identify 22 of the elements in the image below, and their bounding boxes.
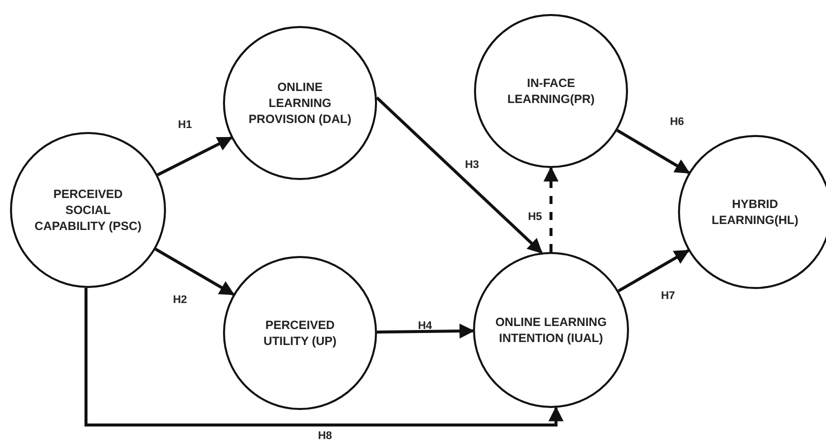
- arrow: [156, 136, 233, 176]
- construct-label: PERCEIVED UTILITY (UP): [262, 317, 338, 349]
- construct-label: IN-FACE LEARNING(PR): [506, 75, 596, 107]
- edge-label: H8: [318, 430, 332, 442]
- arrow: [618, 249, 690, 292]
- arrow: [376, 96, 543, 254]
- construct-label: PERCEIVED SOCIAL CAPABILITY (PSC): [34, 186, 142, 234]
- edge-label: H3: [464, 159, 480, 171]
- construct-label: HYBRID LEARNING(HL): [710, 196, 800, 228]
- construct-label: ONLINE LEARNING INTENTION (IUAL): [494, 314, 608, 346]
- arrow: [84, 288, 564, 426]
- arrow: [616, 129, 690, 174]
- edge-label: H2: [172, 294, 188, 306]
- arrow: [154, 248, 235, 296]
- edge-label: H1: [178, 119, 192, 131]
- edge-label: H5: [528, 211, 542, 223]
- arrow: [376, 324, 474, 339]
- construct-label: ONLINE LEARNING PROVISION (DAL): [248, 79, 352, 127]
- edge-label: H7: [660, 290, 676, 302]
- dashed-arrow: [544, 166, 558, 252]
- edge-label: H4: [418, 320, 432, 332]
- edge-label: H6: [670, 116, 684, 128]
